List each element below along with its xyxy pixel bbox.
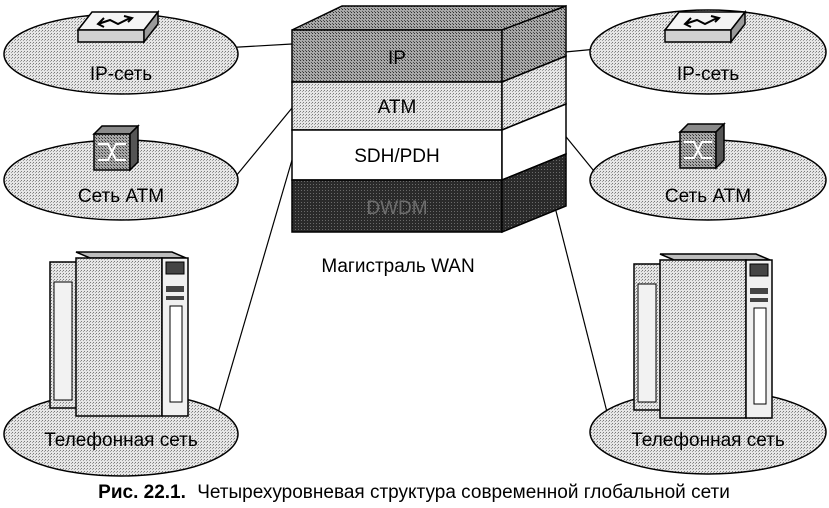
figure-number: Рис. 22.1. xyxy=(98,482,186,503)
left-telephone-network: Телефонная сеть xyxy=(3,251,239,477)
wan-backbone-stack: IP ATM SDH/PDH DWDM Магистраль WAN xyxy=(291,4,567,277)
atm-network-label: Сеть ATM xyxy=(665,186,751,207)
figure-caption-text: Четырехуровневая структура современной г… xyxy=(197,482,730,503)
telephone-network-label: Телефонная сеть xyxy=(631,430,785,451)
layer-dwdm xyxy=(291,179,503,233)
figure-caption: Рис. 22.1. Четырехуровневая структура со… xyxy=(98,482,730,503)
telephone-switch-icon xyxy=(633,253,773,419)
router-icon xyxy=(663,9,747,45)
router-icon xyxy=(76,9,160,45)
telephone-switch-icon xyxy=(49,251,189,417)
right-telephone-network: Телефонная сеть xyxy=(589,253,827,475)
layer-sdh-pdh xyxy=(291,129,503,181)
backbone-label: Магистраль WAN xyxy=(321,256,474,277)
layer-ip xyxy=(291,29,503,83)
layer-atm xyxy=(291,81,503,131)
layer-dwdm-label: DWDM xyxy=(366,198,427,219)
ip-network-label: IP-сеть xyxy=(677,64,739,85)
layer-atm-label: ATM xyxy=(378,97,417,118)
ip-network-ellipse xyxy=(589,9,827,95)
telephone-network-label: Телефонная сеть xyxy=(44,430,198,451)
layer-ip-label: IP xyxy=(388,48,406,69)
atm-network-label: Сеть ATM xyxy=(78,186,164,207)
atm-switch-icon xyxy=(678,122,726,170)
left-ip-network: IP-сеть xyxy=(3,9,239,95)
ip-network-label: IP-сеть xyxy=(90,64,152,85)
layer-sdh-pdh-label: SDH/PDH xyxy=(354,146,440,167)
right-ip-network: IP-сеть xyxy=(589,9,827,95)
left-atm-network: Сеть ATM xyxy=(3,124,239,221)
atm-switch-icon xyxy=(92,124,140,172)
right-atm-network: Сеть ATM xyxy=(589,122,827,221)
